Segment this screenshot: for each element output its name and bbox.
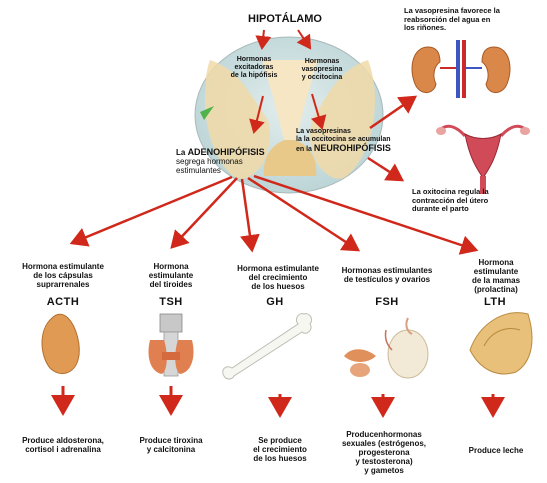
lth-label: LTH xyxy=(483,296,507,308)
vasopressin-oxytocin-note: Hormonas vasopresina y occitocina xyxy=(301,58,343,81)
gh-label: GH xyxy=(266,296,284,308)
tsh-effect: Produce tiroxina y calcitonina xyxy=(139,436,203,454)
marker-triangle-icon xyxy=(200,106,214,120)
fsh-label: FSH xyxy=(375,296,399,308)
kidneys-icon xyxy=(411,40,511,98)
gh-description: Hormona estimulante del crecimiento de l… xyxy=(237,264,319,291)
tsh-label: TSH xyxy=(159,296,183,308)
acth-description: Hormona estimulante de los cápsulas supr… xyxy=(22,262,104,289)
lth-effect: Produce leche xyxy=(468,446,524,455)
gonads-icon xyxy=(344,317,429,379)
fsh-description: Hormonas estimulantes de testículos y ov… xyxy=(341,266,433,284)
uterus-icon xyxy=(436,124,530,194)
acth-effect: Produce aldosterona, cortisol i adrenali… xyxy=(22,436,104,454)
neurohypophysis-label: NEUROHIPÓFISIS xyxy=(313,143,391,153)
lth-description: Hormona estimulante de la mamas (prolact… xyxy=(471,258,521,294)
mammary-gland-icon xyxy=(469,312,533,375)
bone-icon xyxy=(222,313,313,380)
vasopressin-effect-text: La vasopresina favorece la reabsorción d… xyxy=(404,6,500,32)
thyroid-icon xyxy=(148,313,194,377)
fsh-effect: Producenhormonas sexuales (estrógenos, p… xyxy=(341,430,427,475)
adenohypophysis-label: ADENOHIPÓFISIS xyxy=(187,147,265,157)
adenohypophysis-note: segrega hormonas estimulantes xyxy=(176,157,243,175)
pituitary-illustration xyxy=(194,36,384,194)
oxytocin-effect-text: La oxitocina regula la contracción del ú… xyxy=(412,187,489,213)
diagram-title: HIPOTÁLAMO xyxy=(248,13,322,25)
excitatory-hormones-note: Hormonas excitadoras de la hipófisis xyxy=(230,56,278,79)
neurohypophysis-note: La vasopresinas la la occitocina se acum… xyxy=(296,128,391,153)
tsh-description: Hormona estimulante del tiroides xyxy=(148,262,194,289)
gh-effect: Se produce el crecimiento de los huesos xyxy=(253,436,307,463)
acth-label: ACTH xyxy=(46,296,80,308)
adeno-fan-arrows xyxy=(69,174,479,255)
adrenal-gland-icon xyxy=(41,313,80,375)
